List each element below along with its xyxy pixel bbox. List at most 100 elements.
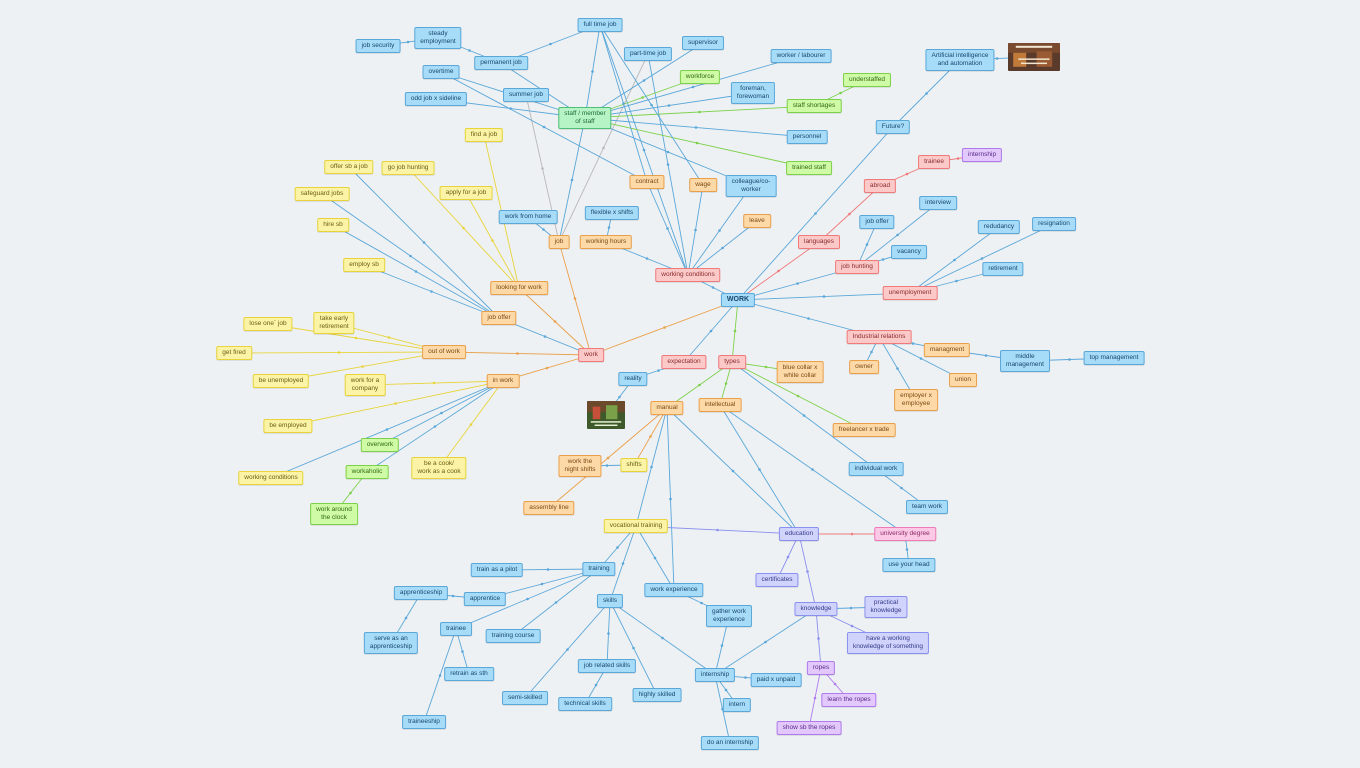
node-types[interactable]: types (718, 355, 746, 369)
node-manual[interactable]: manual (650, 401, 684, 415)
node-individual-work[interactable]: individual work (848, 462, 904, 476)
node-training-course[interactable]: training course (485, 629, 541, 643)
node-team-work[interactable]: team work (906, 500, 948, 514)
node-ai[interactable]: Artificial intelligence and automation (925, 49, 995, 71)
node-personnel[interactable]: personnel (786, 130, 828, 144)
node-work-night-shifts[interactable]: work the night shifts (558, 455, 602, 477)
node-apprenticeship[interactable]: apprenticeship (393, 586, 449, 600)
node-unemployment[interactable]: unemployment (882, 286, 938, 300)
node-vacancy[interactable]: vacancy (891, 245, 927, 259)
node-education[interactable]: education (778, 527, 820, 541)
node-assembly-line[interactable]: assembly line (523, 501, 575, 515)
node-do-internship[interactable]: do an internship (700, 736, 760, 750)
node-job[interactable]: job (548, 235, 570, 249)
node-worker-labourer[interactable]: worker / labourer (770, 49, 832, 63)
node-overtime[interactable]: overtime (422, 65, 460, 79)
node-work-around-clock[interactable]: work around the clock (310, 503, 358, 525)
node-train-pilot[interactable]: train as a pilot (470, 563, 524, 577)
node-workforce[interactable]: workforce (679, 70, 721, 84)
node-work-experience[interactable]: work experience (644, 583, 704, 597)
node-get-fired[interactable]: get fired (216, 346, 252, 360)
node-traineeship[interactable]: traineeship (402, 715, 446, 729)
node-learn-ropes[interactable]: learn the ropes (821, 693, 877, 707)
node-job-offer-r[interactable]: job offer (859, 215, 895, 229)
node-skills[interactable]: skills (596, 594, 624, 608)
node-languages[interactable]: languages (798, 235, 840, 249)
node-working-conditions-c[interactable]: working conditions (655, 268, 721, 282)
node-technical-skills[interactable]: technical skills (558, 697, 612, 711)
node-work-for-company[interactable]: work for a company (344, 374, 386, 396)
node-colleague[interactable]: colleague/co- worker (725, 175, 777, 197)
node-practical-knowledge[interactable]: practical knowledge (864, 596, 908, 618)
pic-ai-image[interactable] (1008, 43, 1060, 71)
node-shifts[interactable]: shifts (620, 458, 648, 472)
node-university-degree[interactable]: university degree (874, 527, 936, 541)
node-in-work[interactable]: in work (486, 374, 520, 388)
node-reality[interactable]: reality (618, 372, 648, 386)
node-staff-shortages[interactable]: staff shortages (786, 99, 842, 113)
node-interview[interactable]: interview (919, 196, 957, 210)
node-freelancer[interactable]: freelancer x trade (832, 423, 896, 437)
node-blue-collar[interactable]: blue collar x white collar (776, 361, 824, 383)
node-internship-b[interactable]: internship (694, 668, 736, 682)
node-middle-management[interactable]: middle management (1000, 350, 1050, 372)
node-managment[interactable]: managment (923, 343, 971, 357)
node-work[interactable]: work (578, 348, 604, 362)
node-paid-unpaid[interactable]: paid x unpaid (750, 673, 802, 687)
node-take-retirement[interactable]: take early retirement (313, 312, 355, 334)
node-staff[interactable]: staff / member of staff (558, 107, 612, 129)
node-apply-job[interactable]: apply for a job (439, 186, 493, 200)
node-be-cook[interactable]: be a cook/ work as a cook (411, 457, 467, 479)
node-ropes[interactable]: ropes (806, 661, 836, 675)
node-vocational-training[interactable]: vocational training (603, 519, 669, 533)
node-intellectual[interactable]: intellectual (698, 398, 742, 412)
node-job-offer-l[interactable]: job offer (481, 311, 517, 325)
node-future[interactable]: Future? (875, 120, 911, 134)
node-highly-skilled[interactable]: highly skilled (632, 688, 682, 702)
node-internship-top[interactable]: internship (961, 148, 1003, 162)
node-owner[interactable]: owner (849, 360, 879, 374)
node-certificates[interactable]: certificates (755, 573, 799, 587)
node-job-related-skills[interactable]: job related skills (577, 659, 637, 673)
node-hire-sb[interactable]: hire sb (317, 218, 349, 232)
node-wage[interactable]: wage (689, 178, 717, 192)
node-retirement[interactable]: retirement (982, 262, 1024, 276)
node-find-job[interactable]: find a job (464, 128, 504, 142)
node-use-your-head[interactable]: use your head (882, 558, 936, 572)
node-job-security[interactable]: job security (355, 39, 401, 53)
node-work-root[interactable]: WORK (720, 293, 756, 307)
node-safeguard-jobs[interactable]: safeguard jobs (294, 187, 350, 201)
pic-reality-image[interactable] (587, 401, 625, 429)
node-permanent-job[interactable]: permanent job (474, 56, 528, 70)
node-show-ropes[interactable]: show sb the ropes (776, 721, 842, 735)
node-lose-job[interactable]: lose one´ job (243, 317, 293, 331)
node-apprentice[interactable]: apprentice (463, 592, 507, 606)
node-steady-employment[interactable]: steady employment (414, 27, 462, 49)
node-summer-job[interactable]: summer job (503, 88, 549, 102)
node-flexible-shifts[interactable]: flexible x shifts (584, 206, 640, 220)
node-expectation[interactable]: expectation (661, 355, 707, 369)
node-redundancy[interactable]: redudancy (977, 220, 1021, 234)
node-trainee-top[interactable]: trainee (918, 155, 950, 169)
node-top-management[interactable]: top management (1083, 351, 1145, 365)
node-supervisor[interactable]: supervisor (682, 36, 724, 50)
node-training[interactable]: training (582, 562, 616, 576)
node-resignation[interactable]: resignation (1032, 217, 1076, 231)
node-union[interactable]: union (949, 373, 977, 387)
node-working-knowledge[interactable]: have a working knowledge of something (846, 632, 930, 654)
node-be-unemployed[interactable]: be unemployed (252, 374, 310, 388)
node-trained-staff[interactable]: trained staff (786, 161, 832, 175)
node-industrial-relations[interactable]: Industrial relations (846, 330, 912, 344)
node-out-of-work[interactable]: out of work (422, 345, 466, 359)
node-knowledge[interactable]: knowledge (794, 602, 838, 616)
node-employer-employee[interactable]: employer x employee (894, 389, 938, 411)
node-be-employed[interactable]: be employed (263, 419, 313, 433)
node-work-from-home[interactable]: work from home (498, 210, 558, 224)
node-workaholic[interactable]: workaholic (345, 465, 389, 479)
node-retrain[interactable]: retrain as sth (444, 667, 494, 681)
node-semi-skilled[interactable]: semi-skilled (502, 691, 548, 705)
node-full-time-job[interactable]: full time job (577, 18, 623, 32)
node-understaffed[interactable]: understaffed (842, 73, 892, 87)
node-foreman[interactable]: foreman, forewoman (730, 82, 776, 104)
